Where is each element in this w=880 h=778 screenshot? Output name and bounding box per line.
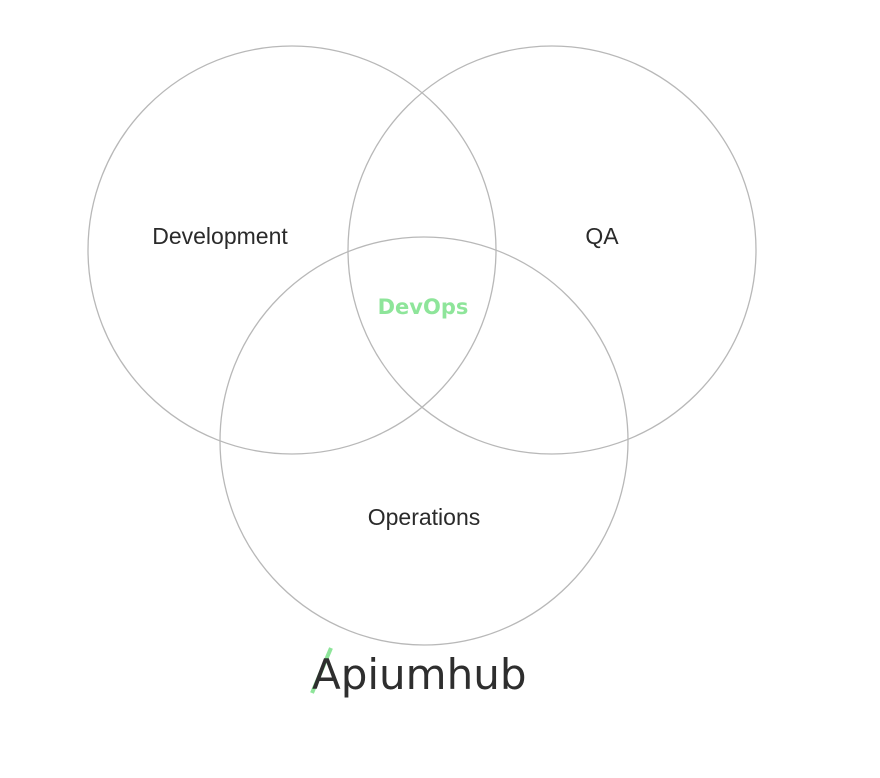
logo-slash-mark bbox=[310, 647, 333, 694]
qa-circle bbox=[347, 45, 757, 455]
qa-label: QA bbox=[585, 223, 619, 249]
development-circle bbox=[87, 45, 497, 455]
devops-label: DevOps bbox=[378, 295, 469, 319]
logo-wordmark: Apiumhub bbox=[312, 650, 527, 699]
development-label: Development bbox=[152, 223, 288, 249]
operations-circle bbox=[219, 236, 629, 646]
operations-label: Operations bbox=[368, 504, 481, 530]
apiumhub-logo: Apiumhub bbox=[310, 647, 527, 699]
